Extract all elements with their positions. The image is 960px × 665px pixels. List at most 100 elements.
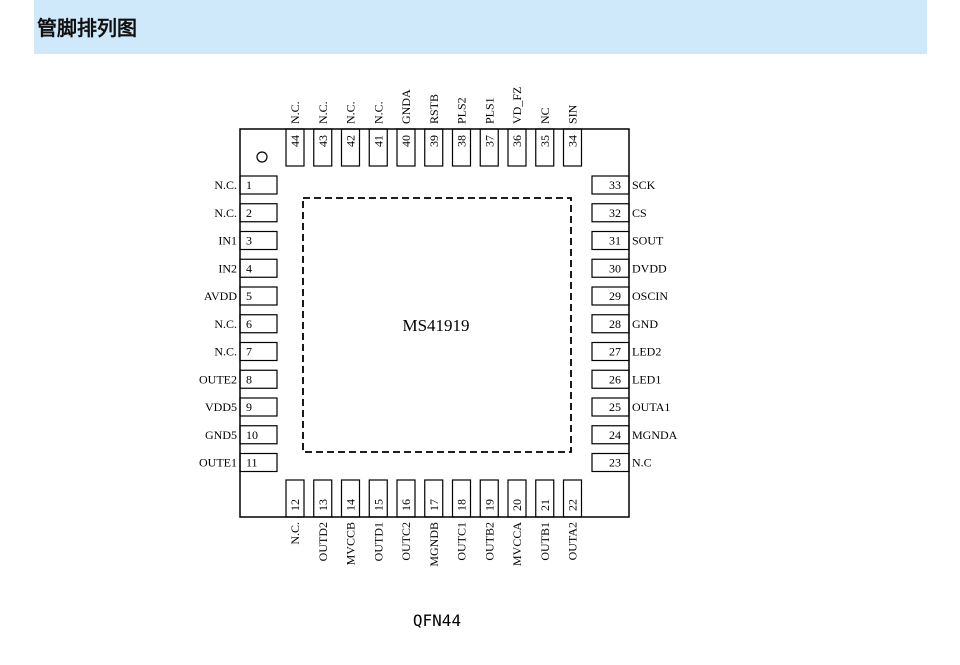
pin-number: 15 (371, 499, 385, 511)
pin-name: GND (632, 317, 658, 331)
pin-number: 34 (566, 135, 580, 147)
pin-name: OUTA1 (632, 400, 670, 414)
pin-name: N.C. (344, 101, 358, 124)
pin-number: 27 (609, 345, 621, 359)
pin-name: GND5 (205, 428, 237, 442)
pin-pad (479, 479, 499, 518)
pin-pad (535, 479, 555, 518)
pin-number: 32 (609, 206, 621, 220)
pin-pad (562, 479, 583, 518)
pin-name: MGNDA (632, 428, 678, 442)
section-header: 管脚排列图 (34, 0, 927, 54)
pin-pad (368, 128, 388, 167)
pin-name: OSCIN (632, 289, 668, 303)
pin-number: 19 (482, 499, 496, 511)
pin-pad (239, 397, 278, 417)
pin-number: 16 (399, 499, 413, 511)
pin-name: IN2 (218, 261, 237, 275)
pin-name: NC (538, 107, 552, 124)
pin-pad (368, 479, 388, 518)
pin-number: 31 (609, 234, 621, 248)
pin-number: 23 (609, 456, 621, 470)
pin-number: 7 (246, 345, 252, 359)
pin-pad (396, 479, 416, 518)
pin-number: 40 (399, 135, 413, 147)
pin-number: 10 (246, 428, 258, 442)
pin-name: SCK (632, 178, 656, 192)
pin-number: 29 (609, 289, 621, 303)
pin-name: N.C. (288, 522, 302, 545)
pin-pad (285, 479, 305, 518)
pin-name: OUTC1 (455, 522, 469, 561)
pin-pad (239, 286, 278, 306)
pin-number: 33 (609, 178, 621, 192)
pin-number: 26 (609, 372, 621, 386)
pin-name: N.C. (214, 206, 237, 220)
pin-number: 44 (288, 135, 302, 147)
pin-pad (396, 128, 416, 167)
pin-number: 36 (510, 135, 524, 147)
pin-pad (451, 128, 472, 167)
pin-name: MVCCA (510, 522, 524, 566)
pin-number: 25 (609, 400, 621, 414)
pin1-marker (256, 151, 268, 163)
pin-number: 8 (246, 372, 252, 386)
pin-pad (507, 479, 527, 518)
pin-name: OUTA2 (566, 522, 580, 560)
pin-pad (479, 128, 499, 167)
pin-name: LED2 (632, 345, 661, 359)
pin-pad (591, 203, 630, 223)
pin-pad (591, 425, 630, 445)
pin-name: RSTB (427, 94, 441, 124)
pin-number: 28 (609, 317, 621, 331)
pin-number: 43 (316, 135, 330, 147)
pin-name: SIN (566, 104, 580, 124)
pin-name: GNDA (399, 89, 413, 124)
pin-pad (451, 479, 472, 518)
pin-pad (591, 258, 630, 278)
pin-name: OUTD2 (316, 522, 330, 561)
pin-number: 38 (455, 135, 469, 147)
pin-pad (239, 425, 278, 445)
pin-number: 12 (288, 499, 302, 511)
pin-name: VDD5 (205, 400, 237, 414)
pins-layer: 1N.C.2N.C.3IN14IN25AVDD6N.C.7N.C.8OUTE29… (199, 87, 678, 567)
pin-pad (313, 479, 333, 518)
pin-pad (239, 258, 278, 278)
pin-name: SOUT (632, 234, 664, 248)
pin-name: N.C (632, 456, 652, 470)
pin-name: AVDD (204, 289, 237, 303)
pin-number: 13 (316, 499, 330, 511)
package-label: QFN44 (413, 611, 461, 630)
pin-number: 35 (538, 135, 552, 147)
pin-pad (591, 452, 630, 473)
pin-name: N.C. (371, 101, 385, 124)
pin-pad (591, 314, 630, 334)
pin-name: OUTE2 (199, 372, 237, 386)
pin-name: N.C. (316, 101, 330, 124)
pin-name: CS (632, 206, 647, 220)
pin-name: MVCCB (344, 522, 358, 565)
pin-pad (424, 479, 444, 518)
pin-pad (340, 479, 361, 518)
pin-pad (239, 369, 278, 389)
pin-number: 2 (246, 206, 252, 220)
pin-name: PLS2 (455, 97, 469, 124)
pin-pad (562, 128, 583, 167)
pin-number: 14 (344, 499, 358, 511)
pin-name: MGNDB (427, 522, 441, 567)
pin-name: N.C. (214, 317, 237, 331)
pin-number: 24 (609, 428, 621, 442)
pin-pad (239, 314, 278, 334)
pin-number: 5 (246, 289, 252, 303)
pin-pad (285, 128, 305, 167)
pin-name: DVDD (632, 261, 667, 275)
pin-pad (507, 128, 527, 167)
pin-name: OUTE1 (199, 456, 237, 470)
pin-number: 11 (246, 456, 258, 470)
pin-number: 30 (609, 261, 621, 275)
pin-name: VD_FZ (510, 87, 524, 124)
pin-number: 37 (482, 135, 496, 147)
pin-pad (424, 128, 444, 167)
pin-number: 9 (246, 400, 252, 414)
